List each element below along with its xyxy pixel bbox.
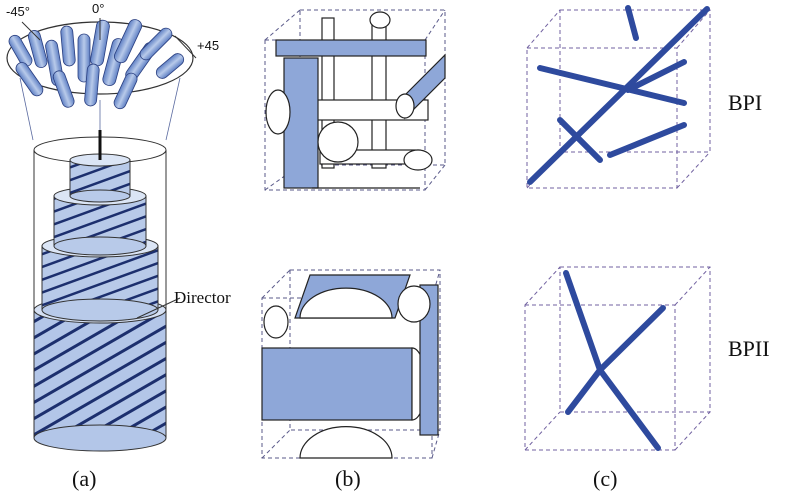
panel-c: BPI BPII (c): [524, 5, 770, 491]
director-pointer: [136, 297, 181, 319]
cylinders-b-top: [265, 11, 446, 189]
caption-a: (a): [72, 466, 96, 491]
caption-b: (b): [335, 466, 361, 491]
phase-bpi-label: BPI: [728, 90, 762, 115]
panel-b: (b): [261, 9, 446, 491]
molecule-rods: [8, 19, 185, 110]
panel-a: -45° 0° +45: [6, 1, 231, 491]
phase-bpii-label: BPII: [728, 336, 770, 361]
molecule-ellipse: -45° 0° +45: [6, 1, 219, 110]
cylinders-b-bottom: [261, 274, 439, 459]
director-label: Director: [174, 288, 231, 307]
cube-c-bottom: [524, 266, 711, 451]
angle-left-label: -45°: [6, 4, 30, 19]
angle-center-label: 0°: [92, 1, 104, 16]
rods-c-top: [527, 5, 710, 185]
rods-c-bottom: [563, 270, 666, 451]
caption-c: (c): [593, 466, 617, 491]
angle-right-label: +45: [197, 38, 219, 53]
cube-c-top: [526, 9, 711, 189]
helix-stack: [33, 130, 167, 452]
